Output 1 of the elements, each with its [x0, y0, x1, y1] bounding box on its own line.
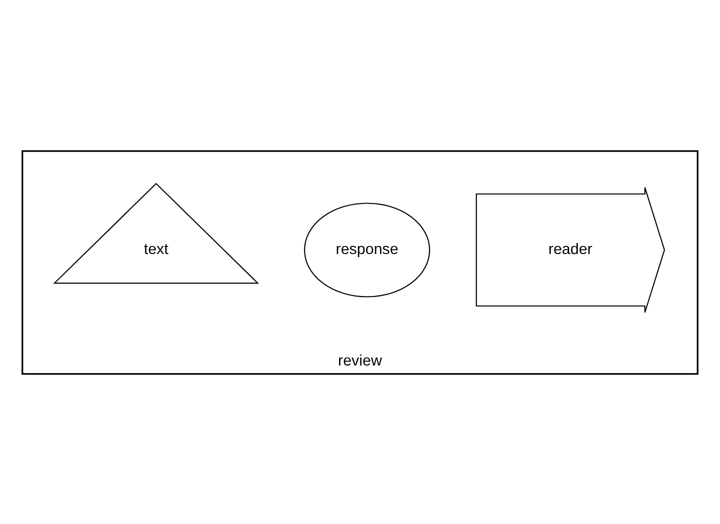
node-ellipse: response: [304, 202, 430, 297]
